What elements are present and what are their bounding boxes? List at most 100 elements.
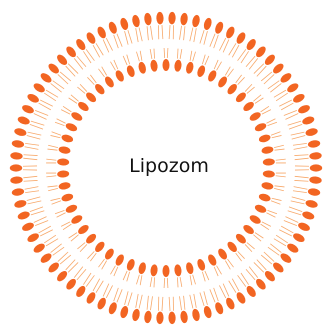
lipid-tail <box>199 30 205 44</box>
lipid-tail <box>40 99 53 107</box>
outer-lipid-head <box>192 14 200 28</box>
inner-lipid-head <box>115 254 124 266</box>
outer-lipid-head <box>168 311 176 325</box>
lipid-tail <box>274 185 285 188</box>
lipid-tail <box>280 225 294 234</box>
inner-lipid-head <box>58 146 71 154</box>
outer-lipid-head <box>86 292 96 304</box>
outer-lipid-head <box>309 176 322 184</box>
inner-lipid-head <box>218 248 228 260</box>
lipid-tail <box>98 68 105 78</box>
lipid-tail <box>113 266 119 277</box>
lipid-tail <box>29 123 44 130</box>
lipid-tail <box>240 272 249 285</box>
lipid-tail <box>149 48 153 59</box>
lipid-tail <box>44 234 57 244</box>
lipid-tail <box>48 188 59 192</box>
lipid-tail <box>50 197 61 201</box>
outer-lipid-head <box>293 93 305 103</box>
inner-lipid-head <box>150 264 158 277</box>
lipid-tail <box>67 262 79 273</box>
lipid-tail <box>76 268 87 281</box>
lipid-tail <box>224 260 231 270</box>
lipid-tail <box>23 180 38 182</box>
lipid-tail <box>248 58 259 70</box>
lipid-tail <box>294 180 309 182</box>
lipid-tail <box>267 80 280 90</box>
lipid-tail <box>267 121 278 127</box>
outer-lipid-head <box>76 285 86 297</box>
inner-lipid-head <box>138 61 146 74</box>
inner-lipid-head <box>126 65 135 77</box>
outer-lipid-head <box>144 310 152 324</box>
inner-lipid-head <box>126 259 135 271</box>
lipid-tail <box>24 186 39 190</box>
outer-lipid-head <box>132 14 140 28</box>
outer-lipid-head <box>264 54 275 65</box>
lipid-tail <box>38 225 52 234</box>
inner-lipid-head <box>61 193 74 202</box>
outer-lipid-head <box>132 308 140 322</box>
lipid-tail <box>267 209 278 215</box>
lipid-tail <box>273 188 284 192</box>
lipid-tail <box>193 293 197 308</box>
outer-lipid-head <box>22 105 34 114</box>
lipid-tail <box>77 242 86 250</box>
lipid-tail <box>270 200 281 205</box>
lipid-tail <box>70 234 79 242</box>
lipid-tail <box>110 265 116 275</box>
lipid-tail <box>237 275 247 287</box>
lipid-tail <box>136 51 140 62</box>
lipid-tail <box>153 48 155 59</box>
outer-lipid-head <box>48 63 59 74</box>
lipid-tail <box>227 68 234 78</box>
outer-lipid-head <box>10 152 23 160</box>
lipid-tail <box>189 294 194 309</box>
inner-lipid-head <box>235 92 246 103</box>
lipid-tail <box>293 146 308 150</box>
lipid-tail <box>292 142 307 146</box>
outer-lipid-head <box>180 310 188 324</box>
outer-lipid-head <box>156 311 164 325</box>
lipid-tail <box>30 120 45 126</box>
lipid-tail <box>228 280 237 293</box>
lipid-tail <box>33 113 47 120</box>
lipid-tail <box>285 216 299 223</box>
lipid-tail <box>245 268 256 281</box>
lipid-tail <box>138 27 143 42</box>
lipid-tail <box>261 221 272 227</box>
lipid-tail <box>266 118 276 124</box>
outer-lipid-head <box>120 17 129 30</box>
inner-lipid-head <box>95 83 105 95</box>
outer-lipid-head <box>226 26 235 39</box>
lipid-tail <box>263 251 275 262</box>
lipid-tail <box>124 291 129 305</box>
outer-lipid-head <box>57 271 68 282</box>
lipid-tail <box>244 244 253 253</box>
outer-lipid-head <box>9 164 23 172</box>
lipid-tail <box>285 113 299 120</box>
lipid-tail <box>73 58 84 70</box>
lipid-tail <box>23 157 38 161</box>
lipid-tail <box>127 30 133 44</box>
outer-lipid-head <box>256 46 266 58</box>
outer-lipid-head <box>280 253 292 263</box>
outer-lipid-head <box>236 292 246 304</box>
lipid-tail <box>98 258 105 268</box>
lipid-tail <box>253 262 265 273</box>
lipid-tail <box>168 25 171 40</box>
inner-lipid-head <box>58 182 71 190</box>
lipid-tail <box>288 123 303 130</box>
lipid-tail <box>90 74 97 84</box>
lipid-tail <box>192 274 196 285</box>
lipid-tail <box>101 260 108 270</box>
outer-lipid-head <box>97 297 106 310</box>
inner-lipid-head <box>261 146 274 154</box>
outer-lipid-head <box>302 116 315 125</box>
lipid-tail <box>192 51 196 62</box>
inner-lipid-head <box>57 170 70 178</box>
lipid-tail <box>51 131 62 136</box>
lipid-tail <box>122 55 128 66</box>
lipid-tail <box>40 229 53 237</box>
